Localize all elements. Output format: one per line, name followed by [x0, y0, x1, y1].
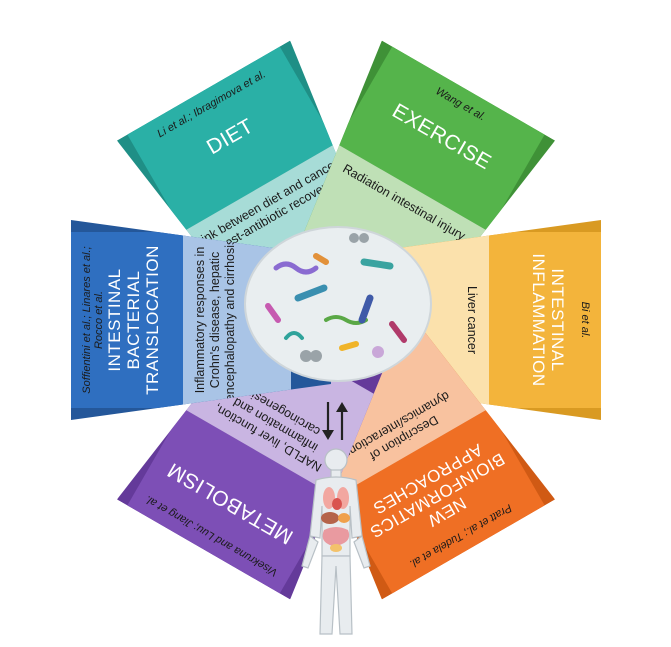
panel-header: Soffientini et al.; Linares et al.; Rocc… [71, 232, 183, 408]
panel-title: INTESTINAL BACTERIAL TRANSLOCATION [105, 245, 162, 395]
human-body-organs-icon [282, 446, 390, 642]
panel-description: Liver cancer [465, 285, 479, 355]
microbiome-dish-icon [244, 226, 432, 382]
bidirectional-arrows-icon [318, 398, 352, 444]
panel-title: INTESTINAL INFLAMMATION [529, 253, 567, 387]
panel-header: Bi et al. INTESTINAL INFLAMMATION [489, 232, 601, 408]
panel-references: Soffientini et al.; Linares et al.; Rocc… [81, 246, 105, 394]
panel-references: Bi et al. [579, 301, 591, 339]
panel-description: Inflammatory responses in Crohn's diseas… [193, 238, 237, 402]
